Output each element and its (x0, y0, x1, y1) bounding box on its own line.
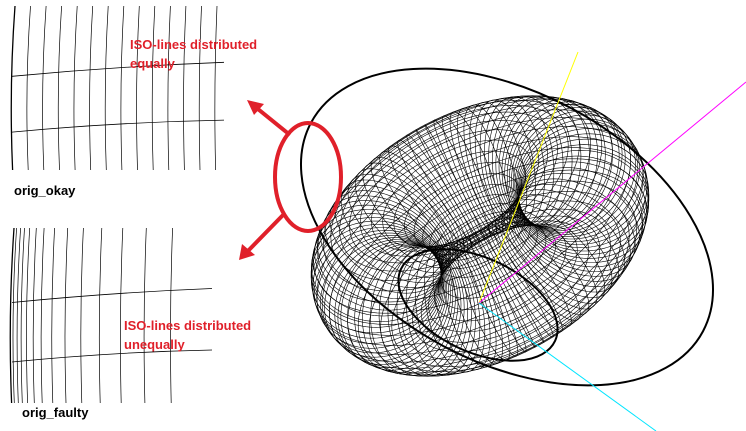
torus-parallel-line (413, 173, 520, 251)
torus-parallel-line (311, 98, 623, 325)
arrow-to-faulty-panel (243, 211, 287, 256)
iso-line-vertical (57, 5, 62, 171)
iso-line-vertical (10, 5, 16, 171)
iso-line-horizontal (11, 61, 225, 77)
iso-line-vertical (98, 227, 103, 404)
iso-line-vertical (9, 227, 15, 404)
torus-parallel-line (323, 96, 592, 292)
torus-parallel-line (310, 103, 631, 336)
iso-line-vertical (73, 5, 78, 171)
torus-parallel-line (339, 104, 569, 272)
axis-magenta (478, 81, 746, 304)
iso-line-vertical (167, 5, 171, 171)
faulty-annotation: ISO-lines distributed unequally (124, 316, 251, 354)
torus-hole-silhouette (397, 248, 559, 362)
torus-meridian-line (501, 208, 598, 310)
iso-line-vertical (51, 227, 55, 404)
okay-annotation-line1: ISO-lines distributed (130, 37, 258, 52)
iso-line-vertical (104, 5, 109, 171)
torus-parallel-line (349, 111, 558, 264)
iso-line-vertical (40, 227, 45, 404)
iso-line-vertical (198, 5, 202, 171)
iso-line-vertical (183, 5, 187, 171)
okay-detail-panel (10, 5, 225, 171)
torus-parallel-line (440, 217, 538, 288)
okay-annotation-line2: equally (130, 56, 175, 71)
iso-line-vertical (151, 5, 156, 171)
arrow-down-head (239, 244, 255, 260)
torus-mesh (299, 67, 715, 387)
torus-parallel-line (391, 200, 621, 368)
arrow-to-okay-panel (251, 103, 292, 137)
axis-cyan (478, 302, 657, 431)
iso-line-vertical (16, 227, 21, 404)
iso-line-vertical (89, 5, 94, 171)
highlight-ellipse (273, 121, 343, 233)
torus-parallel-line (440, 221, 547, 299)
torus-parallel-line (337, 147, 649, 374)
torus-parallel-line (371, 129, 540, 252)
torus-parallel-line (429, 194, 522, 261)
torus-parallel-line (404, 161, 522, 248)
iso-line-horizontal (11, 349, 213, 363)
highlight-annotation (239, 100, 343, 260)
iso-line-vertical (64, 227, 69, 404)
iso-line-vertical (26, 227, 31, 404)
faulty-annotation-line1: ISO-lines distributed (124, 318, 252, 333)
arrow-up-head (247, 100, 264, 115)
iso-line-vertical (20, 227, 25, 404)
torus-parallel-line (393, 150, 526, 247)
iso-line-vertical (120, 227, 124, 404)
torus-outer-silhouette (299, 67, 715, 387)
iso-line-vertical (170, 227, 173, 404)
torus-parallel-line (428, 223, 578, 333)
torus-parallel-line (347, 158, 647, 376)
axis-yellow (478, 51, 579, 304)
torus-parallel-line (312, 109, 639, 346)
iso-line-vertical (214, 5, 218, 171)
faulty-annotation-line2: unequally (124, 337, 185, 352)
iso-line-vertical (143, 227, 147, 404)
faulty-detail-panel (9, 227, 213, 404)
iso-line-vertical (32, 227, 37, 404)
torus-parallel-line (329, 136, 650, 369)
iso-line-horizontal (11, 288, 213, 303)
torus-parallel-line (357, 169, 643, 377)
torus-parallel-line (313, 96, 613, 314)
okay-caption: orig_okay (14, 183, 76, 198)
iso-line-vertical (12, 227, 17, 404)
torus-parallel-line (438, 224, 556, 311)
torus-parallel-line (359, 120, 548, 257)
okay-annotation: ISO-lines distributed equally (130, 35, 257, 73)
torus-parallel-line (412, 215, 601, 352)
coordinate-axes (478, 51, 746, 431)
iso-line-vertical (80, 227, 84, 404)
iso-line-horizontal (11, 119, 225, 133)
iso-line-vertical (120, 5, 125, 171)
iso-line-vertical (42, 5, 47, 171)
torus-parallel-line (435, 203, 525, 269)
torus-parallel-line (402, 208, 611, 361)
iso-line-vertical (26, 5, 31, 171)
iso-line-vertical (136, 5, 140, 171)
faulty-caption: orig_faulty (22, 405, 89, 420)
torus-parallel-line (321, 126, 648, 363)
